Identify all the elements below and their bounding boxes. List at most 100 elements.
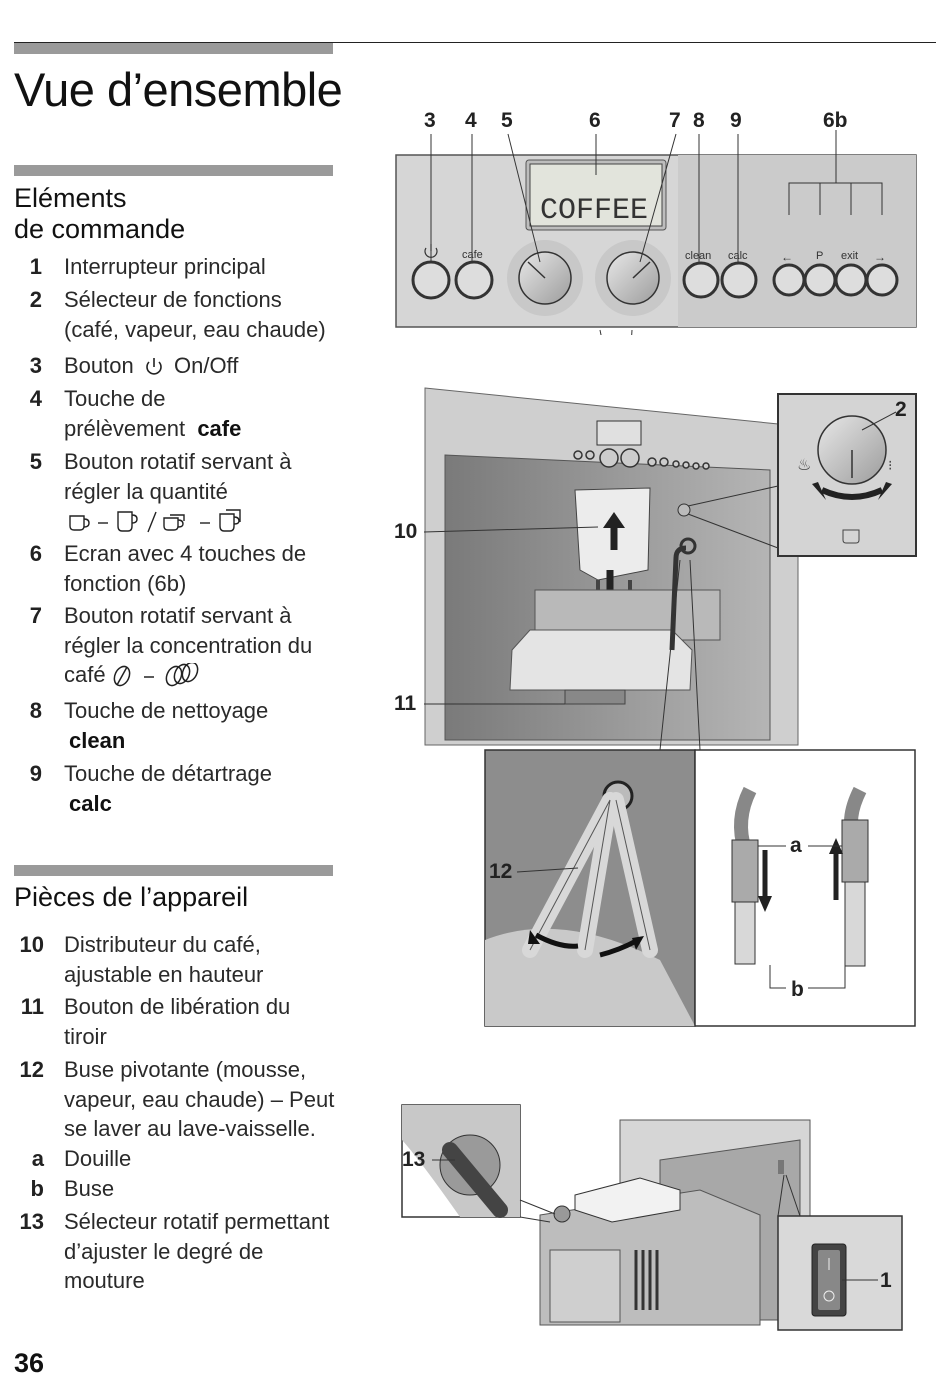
item-number: 6 (29, 541, 42, 566)
section-heading-controls: Eléments de commande (14, 183, 185, 245)
main-switch-zoom: 1 (777, 1174, 903, 1331)
list-item: 1 Interrupteur principal (14, 252, 374, 285)
calc-button: calc (720, 250, 758, 299)
heading-line-1: Eléments (14, 183, 127, 213)
item-text: Touche de détartrage (64, 761, 272, 786)
item-number: 12 (19, 1057, 44, 1082)
item-text: mouture (64, 1268, 145, 1293)
nozzle-sleeve-panel: a b (694, 749, 916, 1027)
left-key-label: ← (781, 250, 793, 264)
top-bar (14, 43, 333, 54)
list-item: 4 Touche de prélèvement cafe (14, 384, 374, 447)
item-text: Sélecteur rotatif permettant (64, 1209, 330, 1234)
item-text: Interrupteur principal (64, 254, 266, 279)
callout-13: 13 (402, 1148, 425, 1171)
item-text: Bouton (64, 353, 134, 378)
callout-a: a (790, 834, 802, 857)
callout-8: 8 (693, 109, 705, 132)
machine-front (394, 335, 799, 746)
section-bar-parts (14, 865, 333, 876)
item-text: Ecran avec 4 touches de (64, 541, 307, 566)
item-number: 7 (29, 603, 42, 628)
callout-7: 7 (669, 109, 681, 132)
callout-9: 9 (730, 109, 742, 132)
list-item: 7 Bouton rotatif servant à régler la con… (14, 601, 374, 696)
item-text: Buse pivotante (mousse, (64, 1057, 307, 1082)
page-title: Vue d’ensemble (14, 63, 343, 116)
item-text: Bouton de libération du (64, 994, 291, 1019)
item-text: Touche de (64, 386, 166, 411)
item-text: Douille (64, 1146, 132, 1171)
display-text: COFFEE (540, 194, 648, 228)
item-text: se laver au lave-vaisselle. (64, 1116, 316, 1141)
item-number: b (30, 1176, 44, 1201)
item-text: prélèvement (64, 415, 186, 441)
top-leader-lines (430, 133, 739, 263)
item-keyword: cafe (197, 415, 242, 441)
callout-11: 11 (394, 692, 417, 715)
page-number: 36 (14, 1348, 45, 1378)
item-text: d’ajuster le degré de (64, 1238, 264, 1264)
item-text: (café, vapeur, eau chaude) (64, 316, 326, 342)
item-number: 4 (29, 386, 42, 411)
list-item: 5 Bouton rotatif servant à régler la qua… (14, 447, 374, 539)
heading-line-2: de commande (14, 214, 186, 244)
top-rule (14, 42, 936, 43)
list-item: 10 Distributeur du café, ajustable en ha… (14, 930, 374, 992)
quantity-knob (507, 240, 583, 316)
function-selector-zoom: ♨ ⁝ 2 (777, 393, 917, 557)
list-item: 3 Bouton On/Off (14, 351, 374, 384)
strength-knob (595, 240, 671, 316)
callout-12: 12 (489, 860, 512, 883)
machine-top-view (539, 1119, 811, 1326)
item-number: 8 (29, 698, 42, 723)
list-item: 6 Ecran avec 4 touches de fonction (6b) (14, 539, 374, 601)
item-text: tiroir (64, 1023, 107, 1049)
list-item: a Douille (14, 1144, 374, 1174)
callout-b: b (791, 978, 804, 1001)
list-item: 9 Touche de détartrage calc (14, 759, 374, 819)
panel-right-area (678, 155, 916, 327)
grinder-selector-zoom: 13 (401, 1104, 556, 1223)
item-text: Touche de nettoyage (64, 698, 269, 723)
cup-size-symbols-icon (69, 509, 241, 533)
callout-6: 6 (589, 109, 601, 132)
list-item: 12 Buse pivotante (mousse, vapeur, eau c… (14, 1055, 374, 1144)
section-bar-controls (14, 165, 333, 176)
section-heading-parts: Pièces de l’appareil (14, 882, 249, 912)
machine-illustration: COFFEE cafe clean calc ← P exit → 3 (394, 109, 917, 1331)
controls-list: 1 Interrupteur principal 2 Sélecteur de … (14, 252, 374, 819)
callout-3: 3 (424, 109, 436, 132)
function-keys: ← P exit → (772, 130, 899, 297)
item-keyword: clean (69, 727, 126, 753)
clean-button: clean (682, 250, 720, 299)
callout-6b: 6b (823, 109, 848, 132)
list-item: b Buse (14, 1174, 374, 1207)
list-item: 13 Sélecteur rotatif permettant d’ajuste… (14, 1207, 374, 1297)
exit-key-label: exit (841, 250, 858, 262)
callout-4: 4 (465, 109, 477, 132)
top-callouts: 3 4 5 6 7 8 9 6b (424, 109, 848, 132)
item-number: 11 (20, 994, 44, 1019)
nozzle-pivot-panel: 12 (484, 749, 696, 1027)
item-text: Bouton rotatif servant à (64, 449, 292, 474)
water-icon: ⁝ (888, 457, 892, 473)
p-key-label: P (816, 250, 823, 262)
item-number: 10 (19, 932, 44, 957)
item-text: Distributeur du café, (64, 932, 261, 957)
item-text: régler la quantité (64, 478, 228, 504)
item-text: Bouton rotatif servant à (64, 603, 292, 628)
parts-list: 10 Distributeur du café, ajustable en ha… (14, 930, 374, 1297)
item-keyword: calc (69, 790, 112, 816)
item-number: 13 (19, 1209, 44, 1234)
item-number: 5 (29, 449, 42, 474)
list-item: 8 Touche de nettoyage clean (14, 696, 374, 759)
item-text: ajustable en hauteur (64, 961, 264, 987)
item-text: fonction (6b) (64, 570, 187, 596)
item-number: a (31, 1146, 44, 1171)
item-text: vapeur, eau chaude) – Peut (64, 1086, 335, 1112)
item-number: 1 (29, 254, 42, 279)
item-number: 3 (29, 353, 42, 378)
callout-2: 2 (895, 398, 907, 421)
item-text: On/Off (173, 353, 239, 378)
